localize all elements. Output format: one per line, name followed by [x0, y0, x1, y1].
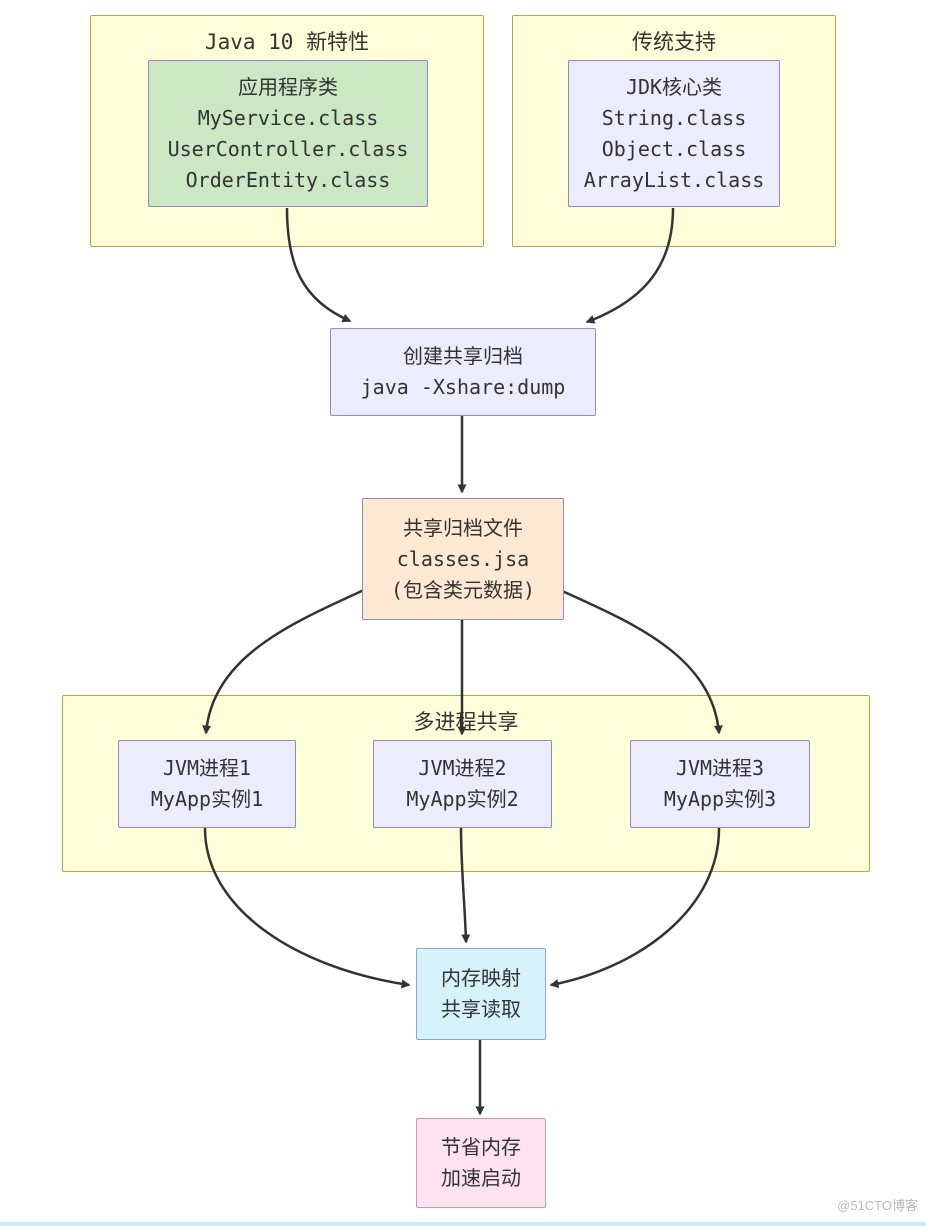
- node-line: 创建共享归档: [403, 344, 523, 368]
- bottom-accent-line: [0, 1222, 926, 1226]
- node-line: ArrayList.class: [583, 167, 765, 192]
- node-create-shared-archive: 创建共享归档 java -Xshare:dump: [330, 328, 596, 416]
- group-multiprocess-title: 多进程共享: [413, 710, 519, 734]
- watermark-51cto: @51CTO博客: [837, 1198, 918, 1213]
- node-line: JVM进程1: [162, 756, 252, 780]
- node-jvm-process-3: JVM进程3 MyApp实例3: [630, 740, 810, 828]
- node-line: 加速启动: [441, 1166, 521, 1190]
- node-line: 共享归档文件: [403, 515, 523, 540]
- node-line: MyApp实例1: [150, 787, 264, 811]
- node-line: java -Xshare:dump: [360, 375, 566, 399]
- node-line: 内存映射: [441, 966, 521, 990]
- node-save-memory-fast-startup: 节省内存 加速启动: [416, 1118, 546, 1208]
- group-java10-title: Java 10 新特性: [204, 30, 370, 54]
- node-line: MyService.class: [197, 105, 379, 130]
- node-line: 共享读取: [441, 997, 521, 1021]
- node-line: MyApp实例2: [406, 787, 519, 811]
- node-shared-archive-file: 共享归档文件 classes.jsa (包含类元数据): [362, 498, 564, 620]
- node-jvm-process-1: JVM进程1 MyApp实例1: [118, 740, 296, 828]
- node-line: String.class: [601, 105, 747, 130]
- node-line: classes.jsa: [396, 546, 530, 571]
- node-line: JVM进程2: [418, 756, 507, 780]
- node-line: Object.class: [601, 136, 747, 161]
- group-legacy-title: 传统支持: [632, 30, 716, 54]
- node-line: (包含类元数据): [390, 577, 536, 602]
- node-jdk-core-classes: JDK核心类 String.class Object.class ArrayLi…: [568, 60, 780, 207]
- node-application-classes: 应用程序类 MyService.class UserController.cla…: [148, 60, 428, 207]
- node-line: 应用程序类: [238, 74, 338, 99]
- node-line: MyApp实例3: [663, 787, 777, 811]
- node-line: UserController.class: [167, 136, 409, 161]
- node-line: OrderEntity.class: [185, 167, 391, 192]
- node-jvm-process-2: JVM进程2 MyApp实例2: [373, 740, 552, 828]
- node-line: 节省内存: [441, 1135, 521, 1159]
- node-line: JDK核心类: [625, 74, 723, 99]
- node-line: JVM进程3: [675, 756, 765, 780]
- node-memory-mapped-shared-read: 内存映射 共享读取: [416, 948, 546, 1040]
